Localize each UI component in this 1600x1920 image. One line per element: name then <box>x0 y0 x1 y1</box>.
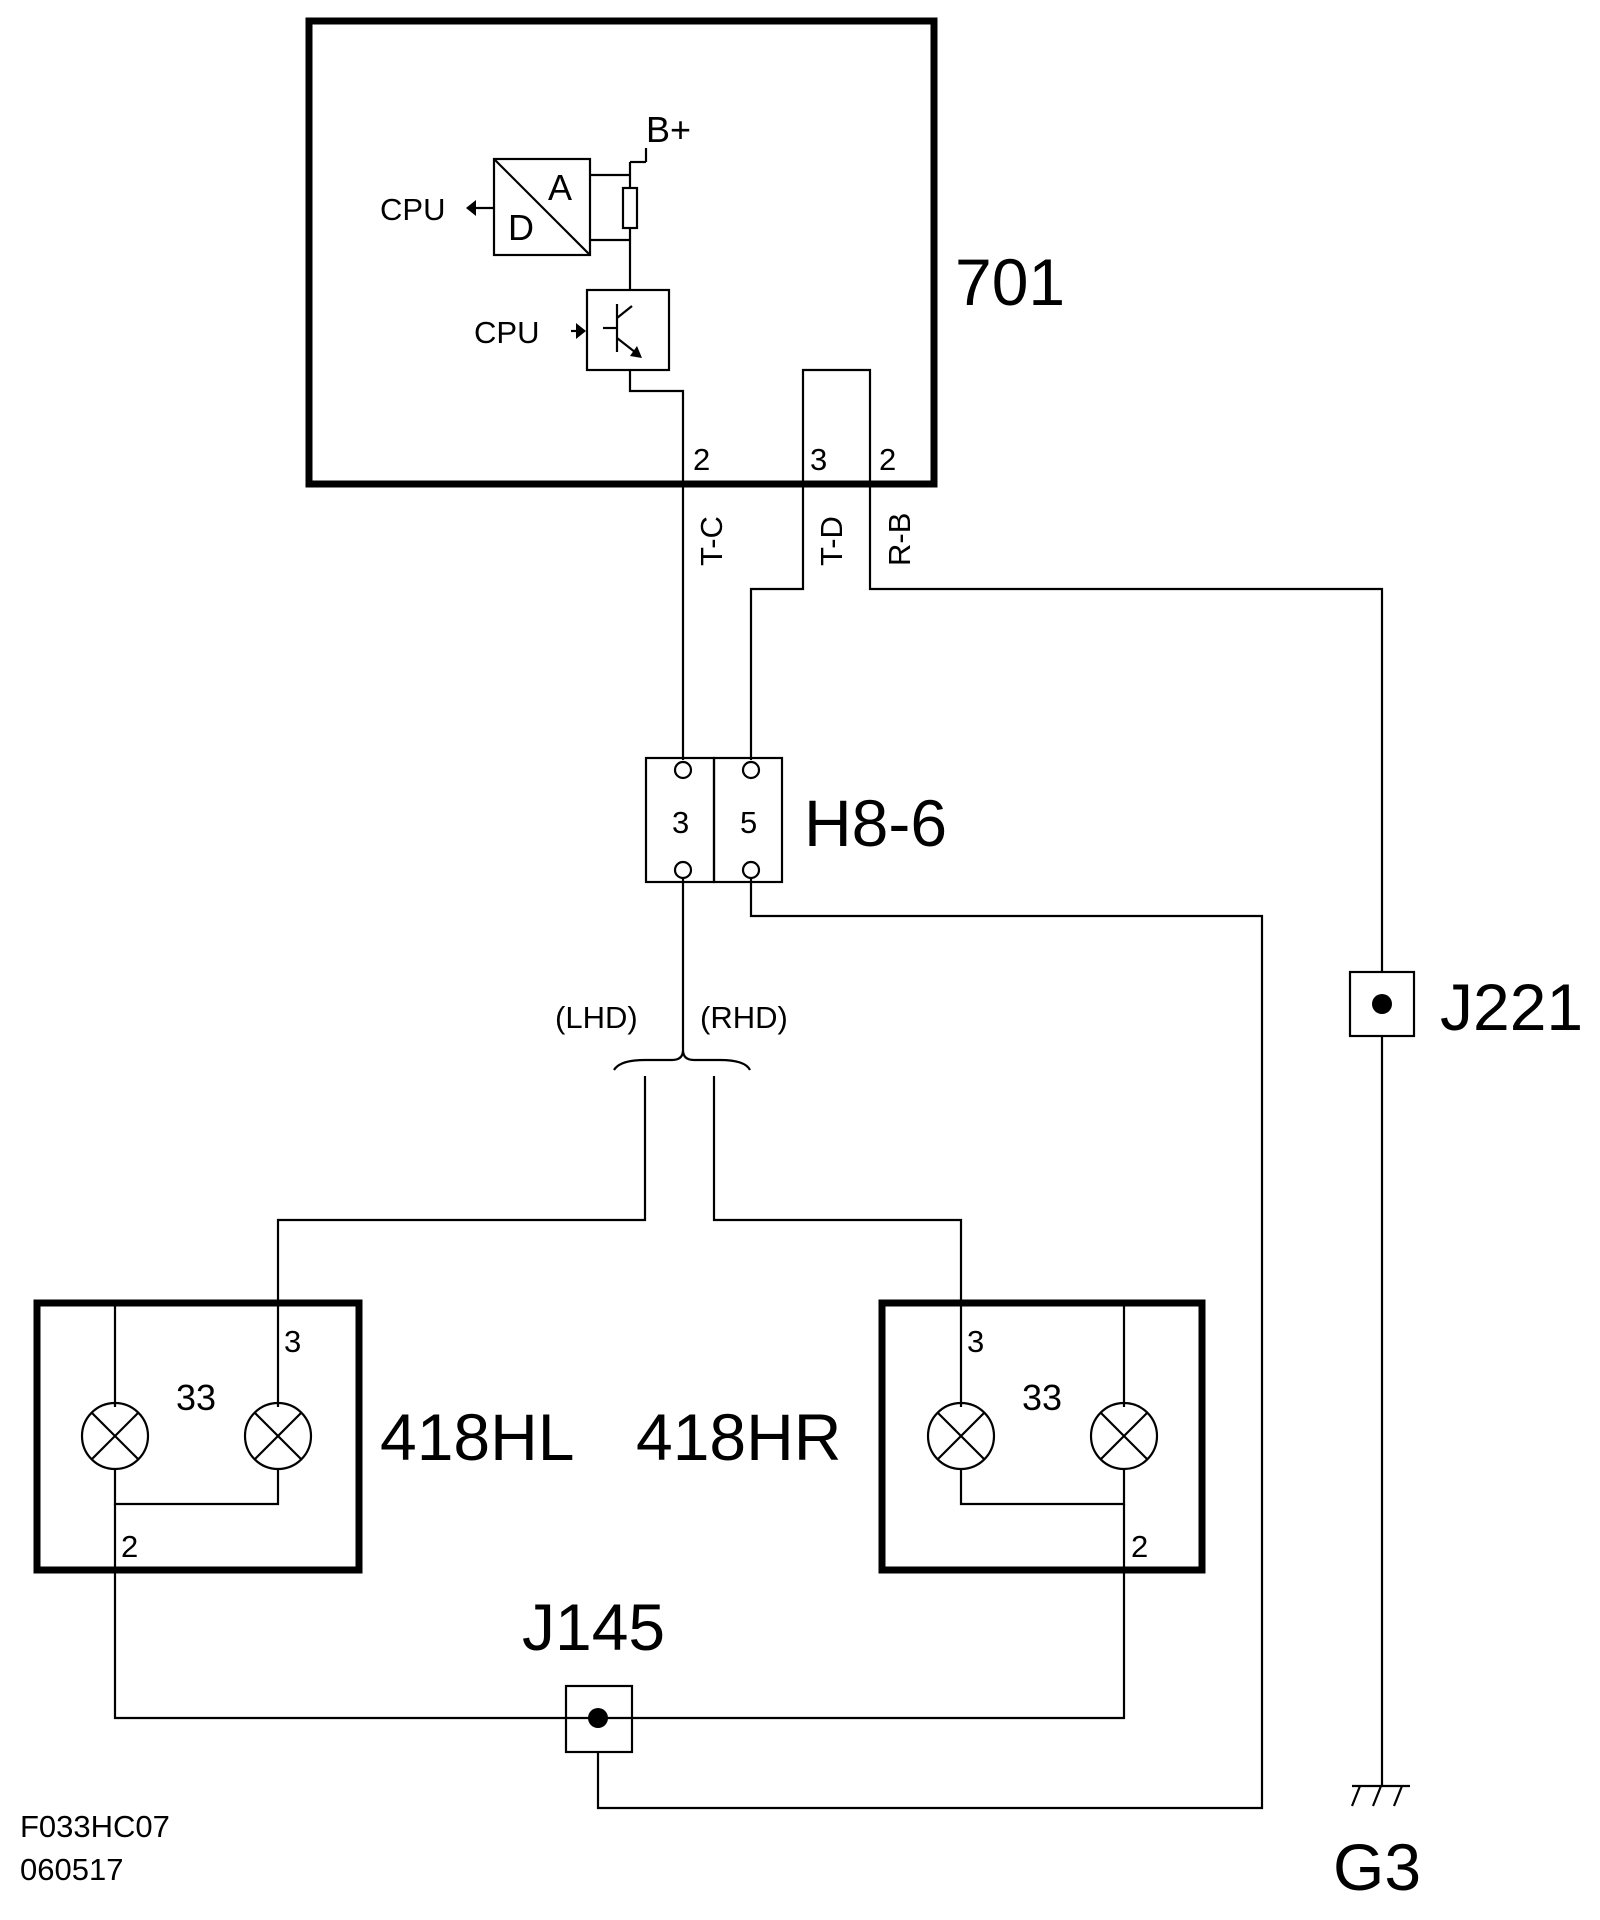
ad-label-a: A <box>548 167 572 208</box>
ground-label: G3 <box>1333 1830 1421 1904</box>
joint-j145 <box>564 1684 634 1754</box>
arrow-left-icon <box>466 200 476 216</box>
lamp-418hr: 33 3 2 <box>878 1299 1206 1574</box>
wire-label-td: T-D <box>814 516 849 566</box>
variant-lhd: (LHD) <box>555 1000 638 1035</box>
lamp-left-code: 33 <box>176 1377 216 1418</box>
ecu-pin-tc: 2 <box>693 442 710 477</box>
lamp-right-pin-top: 3 <box>967 1324 984 1359</box>
ad-label-d: D <box>508 207 534 248</box>
lamp-418hl: 33 3 2 <box>33 1299 363 1574</box>
wire-pin5-j145 <box>596 878 1264 1810</box>
wire-label-tc: T-C <box>694 516 729 566</box>
cpu-out-label: CPU <box>380 192 445 227</box>
joint-221-label: J221 <box>1440 970 1583 1044</box>
supply-label: B+ <box>646 109 691 150</box>
ecu-701: A D CPU B+ CPU 2 3 2 <box>305 17 938 488</box>
ecu-pin-td: 3 <box>810 442 827 477</box>
lamp-left-label: 418HL <box>380 1400 575 1474</box>
ecu-pin-rb: 2 <box>879 442 896 477</box>
connector-label: H8-6 <box>804 786 947 860</box>
wire-label-rb: R-B <box>882 513 917 566</box>
connector-h8-6: 3 5 <box>644 756 784 884</box>
variant-brace <box>613 1049 751 1071</box>
connector-pin-3: 3 <box>672 805 689 840</box>
ground-icon <box>1350 1784 1410 1807</box>
cpu-in-label: CPU <box>474 315 539 350</box>
joint-j221 <box>1348 970 1416 1038</box>
footer-date: 060517 <box>20 1852 123 1887</box>
wire-lhd-branch <box>276 1076 647 1303</box>
ecu-label: 701 <box>955 245 1065 319</box>
joint-145-label: J145 <box>522 1590 665 1664</box>
wire-td <box>749 484 805 760</box>
lamp-left-pin-top: 3 <box>284 1324 301 1359</box>
variant-rhd: (RHD) <box>700 1000 788 1035</box>
wire-lamps-j145 <box>113 1570 1126 1720</box>
footer-code: F033HC07 <box>20 1809 170 1844</box>
transistor-driver <box>585 288 671 372</box>
wire-rhd-branch <box>712 1076 963 1303</box>
lamp-right-code: 33 <box>1022 1377 1062 1418</box>
lamp-left-pin-bottom: 2 <box>121 1529 138 1564</box>
wire-rb <box>868 484 1384 972</box>
lamp-right-label: 418HR <box>636 1400 841 1474</box>
lamp-right-pin-bottom: 2 <box>1131 1529 1148 1564</box>
resistor <box>621 186 639 230</box>
arrow-right-icon <box>576 323 586 339</box>
connector-pin-5: 5 <box>740 805 757 840</box>
